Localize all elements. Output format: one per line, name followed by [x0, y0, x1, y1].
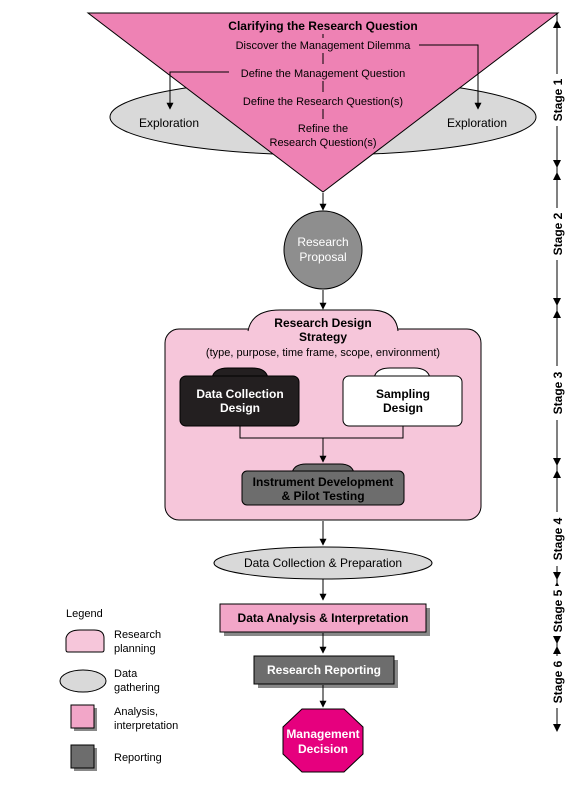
- funnel-step-2: Define the Management Question: [241, 68, 406, 80]
- data-collection-prep-label: Data Collection & Preparation: [244, 556, 402, 570]
- instrument-line2: & Pilot Testing: [281, 489, 364, 503]
- legend: Legend Research planning Data gathering …: [59, 608, 178, 771]
- design-strategy-title1: Research Design: [274, 316, 371, 330]
- design-strategy-subtitle: (type, purpose, time frame, scope, envir…: [206, 347, 440, 359]
- sampling-tab-join: [375, 377, 429, 380]
- stage-1-label: Stage 1: [551, 78, 565, 121]
- stage-4-label: Stage 4: [551, 517, 565, 560]
- data-collection-design-line1: Data Collection: [196, 387, 283, 401]
- legend-title: Legend: [66, 608, 103, 620]
- management-decision-octagon: [282, 708, 364, 773]
- stage-2-label: Stage 2: [551, 212, 565, 255]
- data-analysis-box: [219, 603, 427, 633]
- research-reporting-box: [253, 655, 395, 685]
- clarifying-funnel: [86, 12, 560, 193]
- proposal-line1: Research: [297, 235, 348, 249]
- design-join-connector: [239, 426, 404, 439]
- legend-planning-swatch: [65, 629, 105, 653]
- exploration-left-label: Exploration: [139, 116, 199, 130]
- exploration-left-connector: [419, 44, 482, 110]
- research-reporting-label: Research Reporting: [267, 663, 381, 677]
- sampling-design-line2: Design: [383, 401, 423, 415]
- funnel-title: Clarifying the Research Question: [228, 19, 417, 33]
- legend-reporting-swatch: [70, 744, 95, 769]
- management-decision-line1: Management: [286, 727, 359, 741]
- legend-planning-line1: Research: [114, 629, 161, 641]
- data-collection-design-line2: Design: [220, 401, 260, 415]
- instrument-line1: Instrument Development: [253, 475, 394, 489]
- legend-planning-line2: planning: [114, 643, 156, 655]
- funnel-step-1: Discover the Management Dilemma: [236, 40, 412, 52]
- management-decision-line2: Decision: [298, 742, 348, 756]
- design-strategy-title2: Strategy: [299, 330, 347, 344]
- data-analysis-label: Data Analysis & Interpretation: [238, 611, 409, 625]
- legend-analysis-line2: interpretation: [114, 720, 178, 732]
- stage-3-label: Stage 3: [551, 371, 565, 414]
- legend-gathering-swatch: [59, 669, 107, 693]
- legend-reporting-line1: Reporting: [114, 752, 162, 764]
- stage-label-backgrounds: [550, 74, 564, 708]
- legend-gathering-line1: Data: [114, 668, 138, 680]
- research-proposal-circle: [283, 210, 363, 290]
- legend-analysis-line1: Analysis,: [114, 706, 158, 718]
- legend-analysis-swatch: [70, 704, 95, 729]
- legend-gathering-line2: gathering: [114, 682, 160, 694]
- stage-5-label: Stage 5: [551, 589, 565, 632]
- stage-6-label: Stage 6: [551, 660, 565, 703]
- instrument-box: [241, 470, 405, 506]
- sampling-design-line1: Sampling: [376, 387, 430, 401]
- exploration-right-connector: [166, 71, 229, 110]
- funnel-step-4b: Research Question(s): [270, 137, 377, 149]
- funnel-step-3: Define the Research Question(s): [243, 96, 403, 108]
- proposal-line2: Proposal: [299, 250, 346, 264]
- funnel-step-4a: Refine the: [298, 123, 348, 135]
- exploration-right-label: Exploration: [447, 116, 507, 130]
- design-strategy-tab: [247, 309, 399, 332]
